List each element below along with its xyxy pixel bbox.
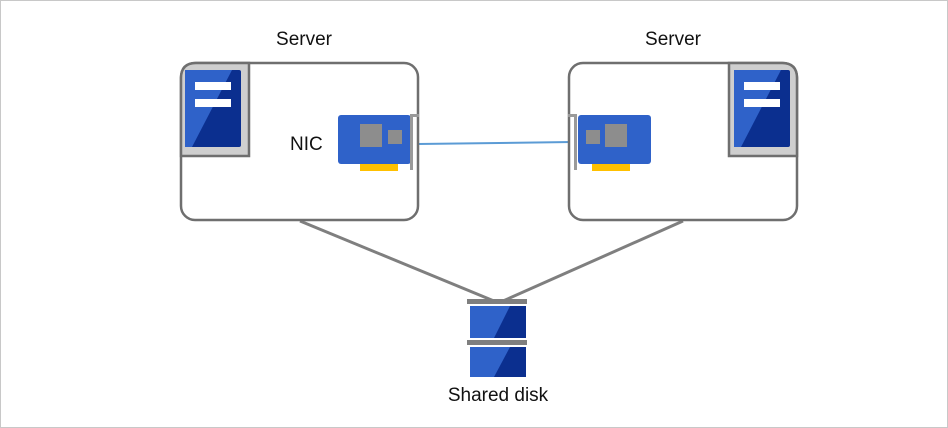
right-server-label: Server [645,29,702,50]
right-server-to-disk-link [502,219,684,303]
nic-icon [568,114,651,171]
nic-icon [338,114,419,171]
server-icon [179,61,251,158]
shared-disk-label: Shared disk [448,385,549,406]
server-icon [727,61,799,158]
left-server-to-disk-link [299,219,495,303]
nic-label: NIC [290,134,323,155]
nic-lan-link [417,141,573,145]
shared-disk-icon [467,299,527,377]
left-server-label: Server [276,29,333,50]
